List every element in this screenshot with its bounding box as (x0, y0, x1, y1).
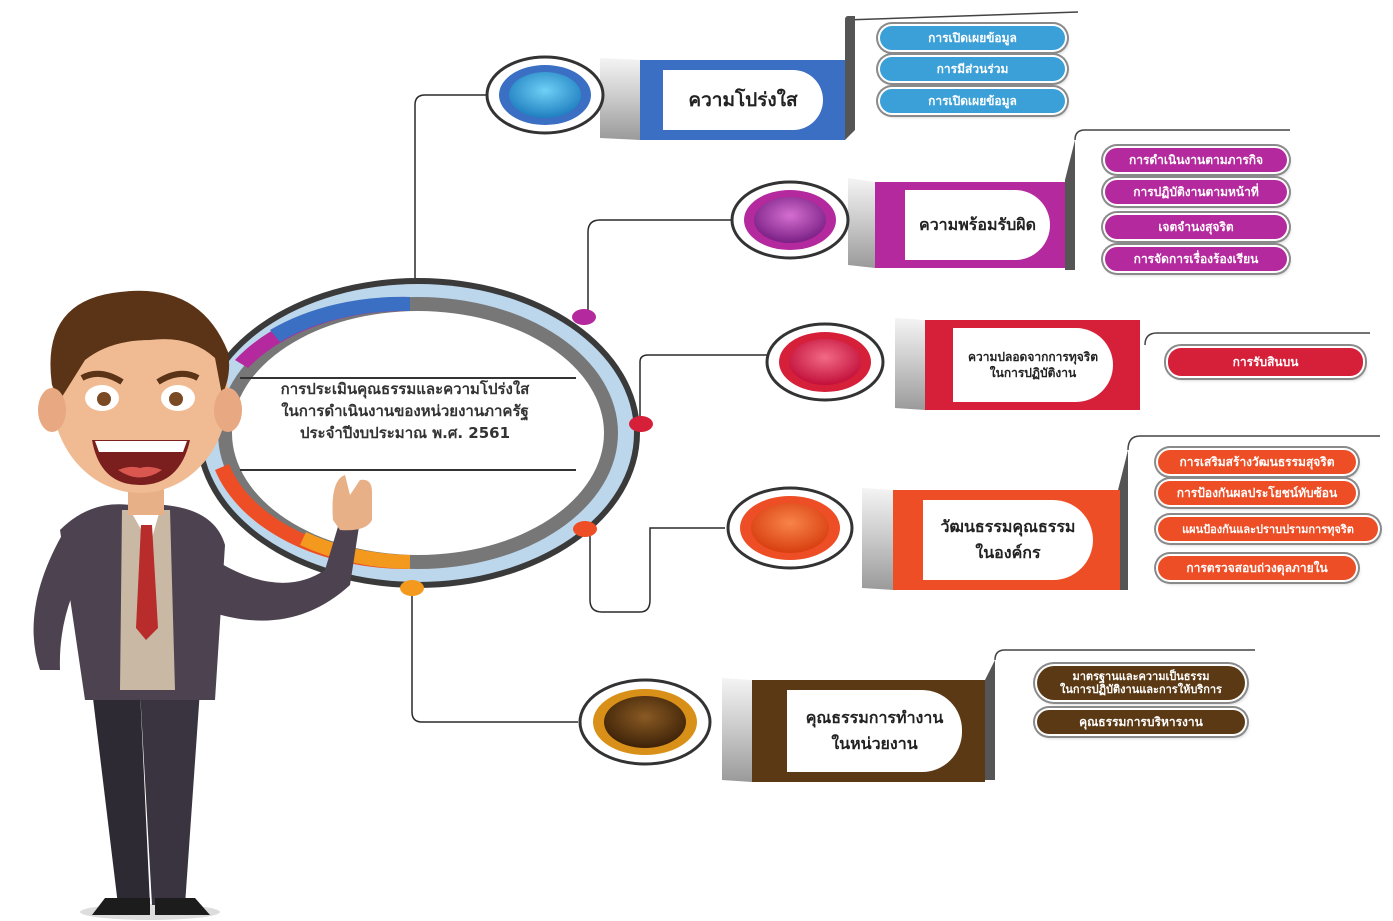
item-accountability-4: การจัดการเรื่องร้องเรียน (1105, 247, 1287, 271)
branch-title-work-ethics: คุณธรรมการทำงาน ในหน่วยงาน (787, 690, 962, 772)
branch-title-corruption-free: ความปลอดจากการทุจริต ในการปฏิบัติงาน (953, 328, 1113, 402)
item-work-ethics-1: มาตรฐานและความเป็นธรรม ในการปฏิบัติงานแล… (1037, 666, 1245, 700)
item-accountability-3: เจตจำนงสุจริต (1105, 215, 1287, 239)
center-title-line3: ประจำปีงบประมาณ พ.ศ. 2561 (299, 424, 511, 442)
presenter-illustration (33, 290, 372, 920)
item-culture-1: การเสริมสร้างวัฒนธรรมสุจริต (1158, 450, 1356, 474)
item-culture-2: การป้องกันผลประโยชน์ทับซ้อน (1158, 481, 1356, 505)
connector-lines (411, 94, 770, 723)
item-transparency-3: การเปิดเผยข้อมูล (880, 89, 1065, 113)
item-accountability-1: การดำเนินงานตามภารกิจ (1105, 148, 1287, 172)
dot-red (629, 416, 653, 432)
item-accountability-2: การปฏิบัติงานตามหน้าที่ (1105, 180, 1287, 204)
center-title-line1: การประเมินคุณธรรมและความโปร่งใส (280, 380, 530, 398)
center-title-line2: ในการดำเนินงานของหน่วยงานภาครัฐ (281, 402, 529, 420)
connector-work-ethics (411, 588, 578, 723)
branch-title-transparency: ความโปร่งใส (663, 70, 823, 130)
item-culture-4: การตรวจสอบถ่วงดุลภายใน (1158, 556, 1356, 580)
ring-dots (400, 309, 653, 596)
item-transparency-2: การมีส่วนร่วม (880, 57, 1065, 81)
center-ring (196, 278, 640, 588)
center-title: การประเมินคุณธรรมและความโปร่งใส ในการดำเ… (240, 378, 570, 444)
dot-purple (572, 309, 596, 325)
item-work-ethics-2: คุณธรรมการบริหารงาน (1037, 710, 1245, 734)
item-culture-3: แผนป้องกันและปราบปรามการทุจริต (1158, 517, 1378, 541)
connector-corruption-free (639, 354, 770, 422)
item-transparency-1: การเปิดเผยข้อมูล (880, 26, 1065, 50)
item-corruption-free-1: การรับสินบน (1168, 348, 1363, 376)
connector-culture (589, 527, 725, 613)
dot-orange (573, 521, 597, 537)
connector-transparency (414, 94, 490, 280)
branch-title-accountability: ความพร้อมรับผิด (905, 190, 1050, 260)
branch-title-culture: วัฒนธรรมคุณธรรม ในองค์กร (923, 500, 1093, 580)
dot-amber (400, 580, 424, 596)
connector-accountability (587, 219, 735, 312)
